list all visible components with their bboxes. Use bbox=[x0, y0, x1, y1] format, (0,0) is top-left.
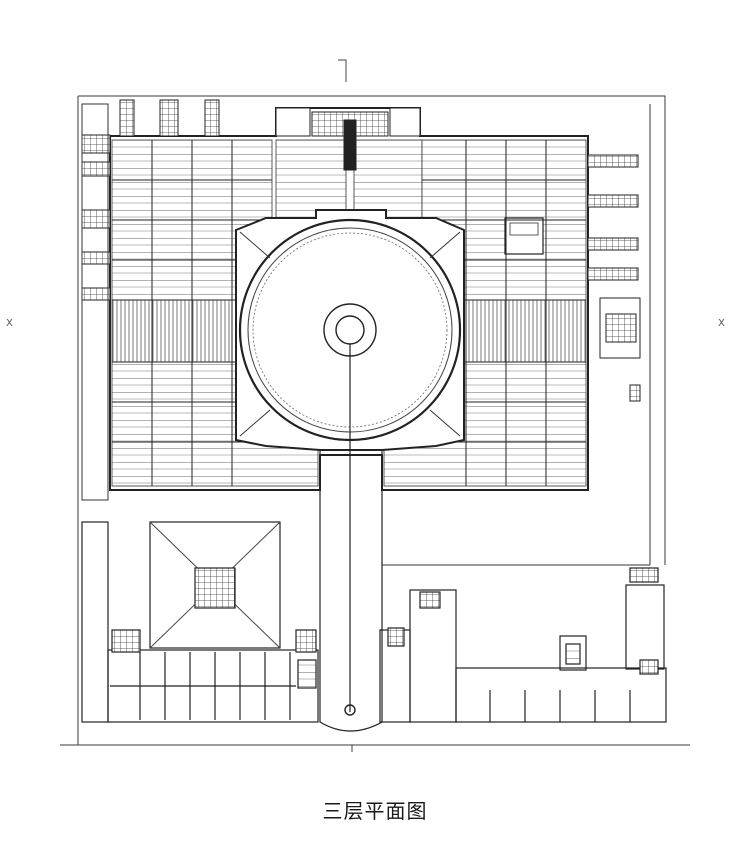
left-wall bbox=[81, 103, 109, 501]
site-boundary bbox=[60, 95, 690, 746]
right-edge-stairs bbox=[587, 154, 641, 402]
reading-room bbox=[235, 209, 465, 716]
top-stair-block bbox=[275, 107, 421, 171]
lower-left-block bbox=[81, 521, 319, 723]
figure-caption: 三层平面图 bbox=[322, 799, 428, 823]
entrance-corridor bbox=[319, 450, 383, 732]
lower-right-block bbox=[379, 567, 667, 723]
left-axis-mark: Ⅹ bbox=[6, 318, 13, 329]
right-axis-mark: Ⅹ bbox=[718, 318, 725, 329]
section-marker-top bbox=[338, 59, 347, 82]
right-service-zone bbox=[381, 490, 650, 566]
